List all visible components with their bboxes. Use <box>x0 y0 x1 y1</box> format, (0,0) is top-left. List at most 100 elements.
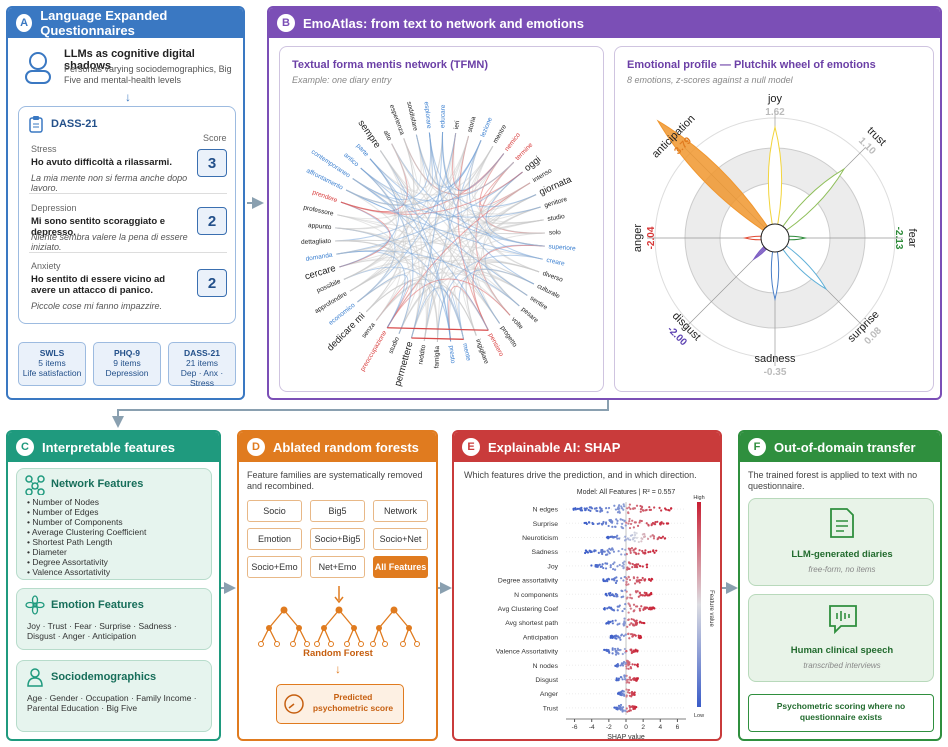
shap-point <box>607 524 610 528</box>
shap-point <box>636 663 639 666</box>
shap-point <box>620 634 623 637</box>
colorbar-label: Feature value <box>708 590 714 627</box>
network-feature-item: • Degree Assortativity <box>27 557 108 567</box>
shap-point <box>611 652 614 655</box>
panel-f-badge: F <box>748 438 766 456</box>
mini-line: 5 items <box>38 358 66 368</box>
emotion-label-group: sadness-0.35 <box>755 353 796 378</box>
shap-point <box>623 607 626 610</box>
feature-set-socio-emo[interactable]: Socio+Emo <box>247 556 302 578</box>
shap-point <box>633 663 636 666</box>
shap-point <box>633 539 636 543</box>
shap-point <box>612 609 616 612</box>
network-word: storia <box>467 116 478 134</box>
shap-point <box>624 538 627 541</box>
emotion-name: joy <box>767 93 783 105</box>
shap-point <box>651 534 655 537</box>
shap-point <box>627 583 630 586</box>
shap-point <box>611 525 614 528</box>
emotion-name: sadness <box>755 353 796 365</box>
shap-point <box>641 533 644 536</box>
shap-point <box>629 522 633 526</box>
network-edge <box>369 145 494 196</box>
score-label: Score <box>203 133 227 143</box>
shap-point <box>626 680 629 684</box>
shap-point <box>607 550 610 553</box>
shap-point <box>586 551 590 554</box>
item-category: Anxiety <box>31 261 61 271</box>
network-word: antico <box>342 152 360 169</box>
feature-set-net-emo[interactable]: Net+Emo <box>310 556 365 578</box>
shap-point <box>622 690 625 693</box>
wheel-title: Emotional profile — Plutchik wheel of em… <box>627 59 876 71</box>
panel-f-desc: The trained forest is applied to text wi… <box>748 470 918 491</box>
llm-diaries-title: LLM-generated diaries <box>791 549 893 560</box>
feature-label: Disgust <box>535 677 558 684</box>
shap-point <box>653 607 656 610</box>
shap-point <box>574 508 577 511</box>
feature-label: N nodes <box>533 663 559 670</box>
shap-point <box>579 509 582 512</box>
shap-point <box>641 565 644 568</box>
shap-point <box>599 507 602 510</box>
feature-set-emotion[interactable]: Emotion <box>247 528 302 550</box>
dass-title: DASS-21 <box>51 118 98 130</box>
feature-set-socio-net[interactable]: Socio+Net <box>373 528 428 550</box>
network-feature-item: • Number of Nodes <box>27 497 99 507</box>
shap-point <box>662 522 665 525</box>
shap-point <box>619 705 622 708</box>
shap-point <box>659 523 662 526</box>
network-features-card: Network Features • Number of Nodes• Numb… <box>16 468 212 580</box>
shap-point <box>608 606 611 609</box>
shap-point <box>625 590 628 593</box>
shap-point <box>616 605 619 608</box>
shap-point <box>588 521 591 524</box>
shap-point <box>611 593 614 596</box>
shap-point <box>626 625 629 628</box>
item-question: Ho sentito di essere vicino ad avere un … <box>31 274 166 296</box>
network-word: diverso <box>542 270 564 284</box>
shap-point <box>632 526 635 529</box>
feature-label: Degree assortativity <box>498 578 559 585</box>
feature-set-all-features[interactable]: All Features <box>373 556 428 578</box>
shap-point <box>627 667 630 670</box>
shap-point <box>605 622 608 625</box>
tfmn-subtitle: Example: one diary entry <box>292 75 392 85</box>
network-word: alto <box>382 129 393 142</box>
shap-point <box>633 707 636 710</box>
shap-point <box>608 621 611 624</box>
shap-point <box>634 648 637 651</box>
shap-point <box>628 526 632 530</box>
shap-point <box>628 506 631 509</box>
shap-point <box>623 647 626 651</box>
tfmn-title: Textual forma mentis network (TFMN) <box>292 59 488 71</box>
x-tick-label: -2 <box>606 724 612 731</box>
feature-set-socio-big5[interactable]: Socio+Big5 <box>310 528 365 550</box>
shap-point <box>650 577 653 580</box>
speech-wave-icon <box>829 605 857 635</box>
shap-point <box>617 550 620 553</box>
network-edge <box>343 138 415 280</box>
feature-set-socio[interactable]: Socio <box>247 500 302 522</box>
shap-point <box>616 537 619 540</box>
mini-line: Depression <box>105 368 149 378</box>
shap-point <box>637 563 640 566</box>
petal-anticipation <box>656 119 776 239</box>
petal-sadness <box>770 237 780 302</box>
panel-a-header: A Language Expanded Questionnaires <box>8 8 243 38</box>
shap-point <box>597 564 600 567</box>
shap-point <box>664 508 668 511</box>
network-edge <box>428 132 501 324</box>
feature-set-big5[interactable]: Big5 <box>310 500 365 522</box>
shap-point <box>625 553 628 556</box>
feature-set-network[interactable]: Network <box>373 500 428 522</box>
shap-point <box>629 596 632 599</box>
shap-point <box>625 667 628 670</box>
shap-point <box>595 506 598 510</box>
shap-point <box>622 634 626 637</box>
shap-point <box>620 596 623 599</box>
shap-point <box>643 606 646 609</box>
shap-point <box>640 605 643 608</box>
shap-point <box>625 521 628 524</box>
shap-point <box>621 518 624 522</box>
